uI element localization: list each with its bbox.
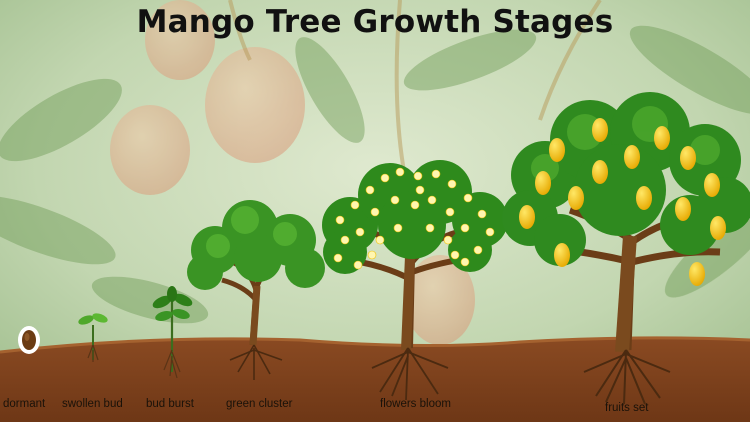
stage-label-fruits-set: fruits set (605, 402, 649, 414)
sprout-stage-graphic (78, 313, 108, 362)
stage-label-flowers-bloom: flowers bloom (380, 398, 451, 410)
young-tree-graphic (187, 200, 325, 380)
soil-ground (0, 336, 750, 422)
stage-label-bud-burst: bud burst (146, 398, 194, 410)
flowering-tree-graphic (322, 160, 508, 401)
seed-stage-graphic (18, 326, 40, 354)
fruiting-tree-graphic (502, 92, 750, 405)
stage-label-swollen-bud: swollen bud (62, 398, 123, 410)
page-title: Mango Tree Growth Stages (136, 4, 614, 40)
stage-label-green-cluster: green cluster (226, 398, 293, 410)
stage-label-dormant: dormant (3, 398, 46, 410)
seedling-stage-graphic (152, 286, 193, 379)
